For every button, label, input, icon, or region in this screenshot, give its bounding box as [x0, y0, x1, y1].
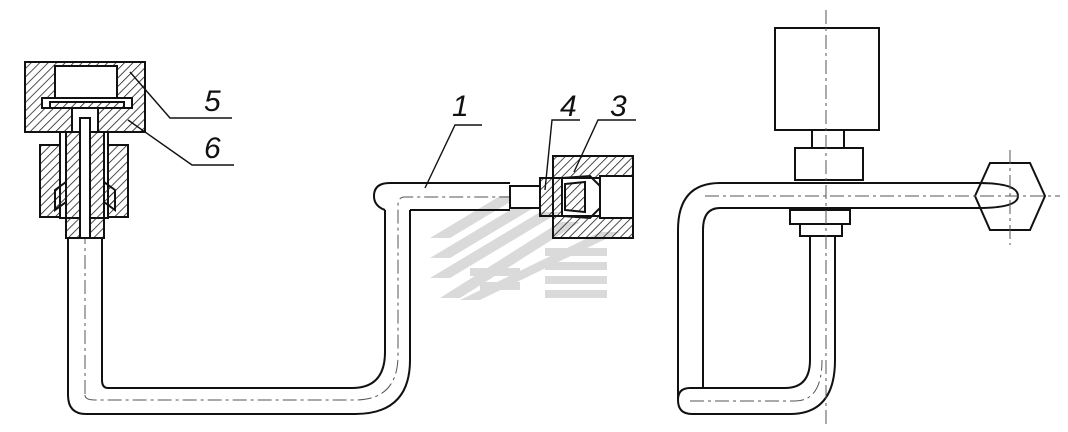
- fitting-assembly-left: [24, 61, 146, 239]
- callout-6: 6: [204, 132, 221, 165]
- callout-5: 5: [204, 85, 221, 118]
- callout-1: 1: [452, 90, 469, 123]
- right-view-centerlines: [690, 10, 1060, 425]
- tube-right-view: [677, 27, 1047, 415]
- leader-lines: [127, 71, 636, 191]
- tube-centerline: [79, 118, 515, 401]
- callout-3: 3: [610, 90, 627, 123]
- tube-left-view: [67, 182, 510, 415]
- watermark-logo-icon: [430, 196, 620, 300]
- fitting-assembly-right: [509, 155, 634, 239]
- callout-4: 4: [560, 90, 577, 123]
